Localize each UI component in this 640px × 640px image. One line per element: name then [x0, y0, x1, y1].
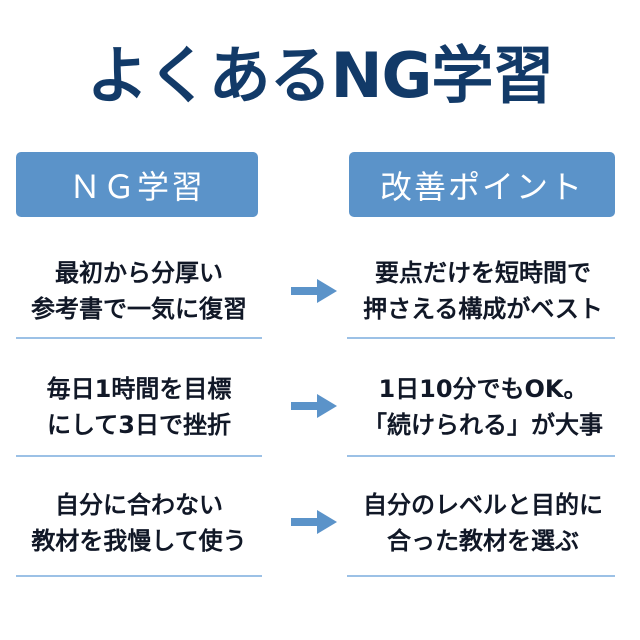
- improvement-item-2: 1日10分でもOK。 「続けられる」が大事: [345, 370, 621, 444]
- divider: [347, 337, 615, 339]
- arrow-right-icon: [291, 510, 337, 534]
- divider: [16, 575, 262, 577]
- ng-item-3-line-1: 自分に合わない: [55, 491, 223, 519]
- ng-item-3-line-2: 教材を我慢して使う: [31, 527, 247, 555]
- improvement-item-2-line-1: 1日10分でもOK。: [378, 375, 588, 403]
- ng-item-2: 毎日1時間を目標 にして3日で挫折: [16, 370, 262, 444]
- page-title: よくあるNG学習: [86, 39, 555, 112]
- column-header-improvement: 改善ポイント: [349, 152, 615, 217]
- improvement-item-3: 自分のレベルと目的に 合った教材を選ぶ: [345, 486, 621, 560]
- arrow-right-icon: [291, 279, 337, 303]
- arrow-right-icon: [291, 394, 337, 418]
- improvement-item-3-line-2: 合った教材を選ぶ: [387, 527, 579, 555]
- divider: [347, 575, 615, 577]
- improvement-item-1: 要点だけを短時間で 押さえる構成がベスト: [345, 254, 621, 328]
- column-header-ng: ＮＧ学習: [16, 152, 258, 217]
- ng-item-2-line-2: にして3日で挫折: [47, 411, 231, 439]
- ng-item-1: 最初から分厚い 参考書で一気に復習: [16, 254, 262, 328]
- ng-item-3: 自分に合わない 教材を我慢して使う: [16, 486, 262, 560]
- divider: [16, 337, 262, 339]
- improvement-item-1-line-2: 押さえる構成がベスト: [363, 295, 603, 323]
- improvement-item-1-line-1: 要点だけを短時間で: [375, 259, 591, 287]
- improvement-item-3-line-1: 自分のレベルと目的に: [363, 491, 603, 519]
- ng-item-2-line-1: 毎日1時間を目標: [46, 375, 232, 403]
- improvement-item-2-line-2: 「続けられる」が大事: [363, 411, 603, 439]
- ng-item-1-line-2: 参考書で一気に復習: [31, 295, 247, 323]
- divider: [347, 455, 615, 457]
- divider: [16, 455, 262, 457]
- ng-item-1-line-1: 最初から分厚い: [55, 259, 223, 287]
